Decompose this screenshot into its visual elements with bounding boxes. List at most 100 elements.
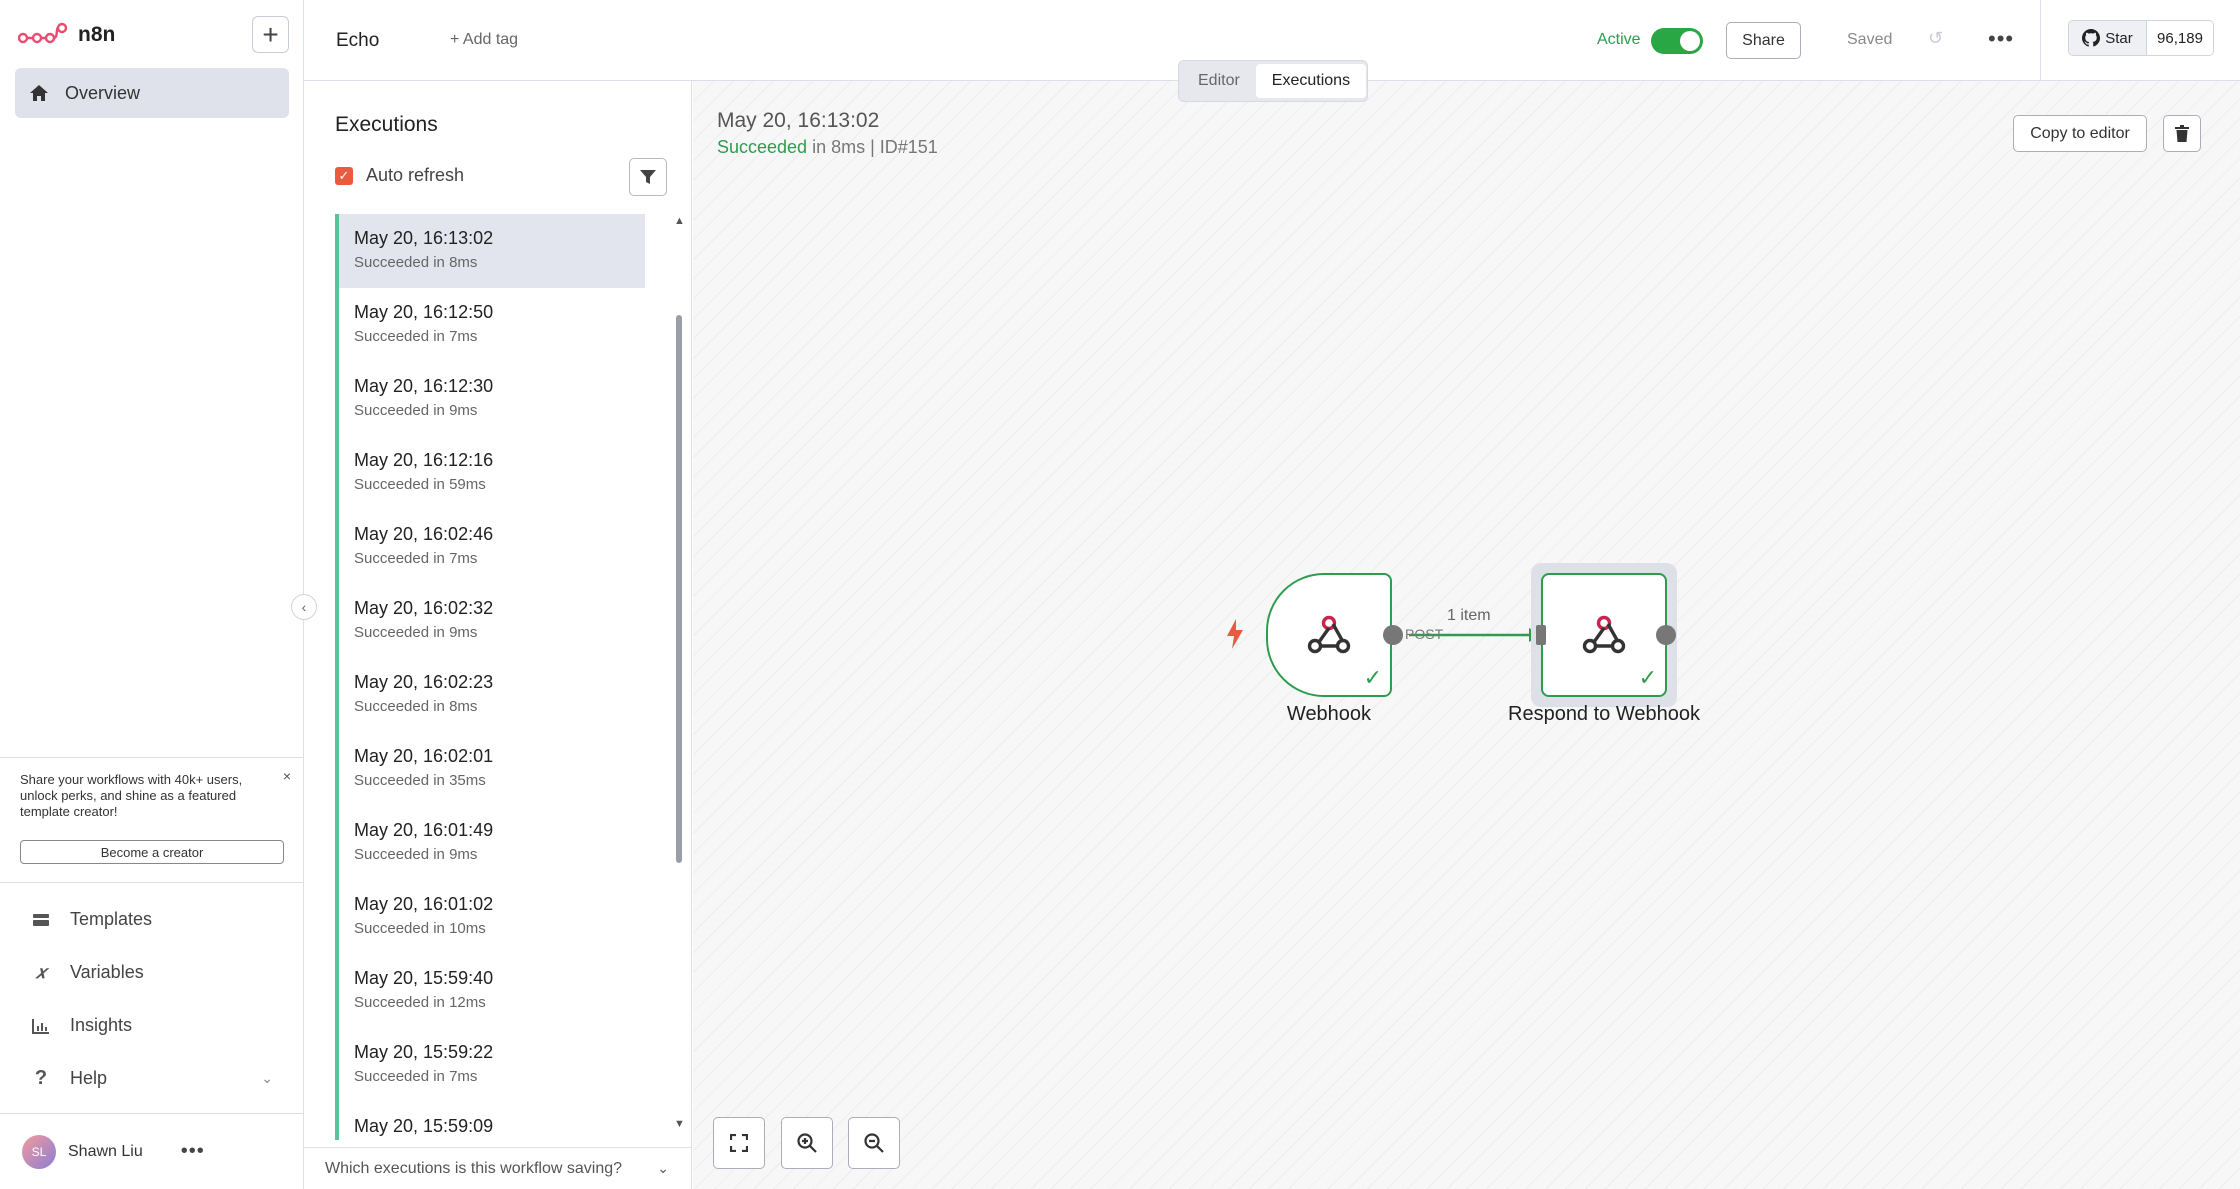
scroll-up-icon[interactable]: ▲ (674, 215, 685, 227)
execution-date: May 20, 16:01:02 (354, 894, 494, 914)
fit-view-button[interactable] (713, 1117, 765, 1169)
n8n-logo-icon (18, 22, 68, 44)
respond-input-handle[interactable] (1536, 625, 1546, 645)
executions-panel: Executions ✓ Auto refresh May 20, 16:13:… (304, 81, 692, 1189)
zoom-in-button[interactable] (781, 1117, 833, 1169)
user-name: Shawn Liu (68, 1142, 143, 1160)
templates-icon (30, 913, 52, 927)
logo-text: n8n (78, 23, 116, 46)
chevron-down-icon: ⌄ (657, 1160, 669, 1176)
execution-status: Succeeded in 9ms (354, 846, 478, 863)
promo-text: Share your workflows with 40k+ users, un… (20, 772, 243, 819)
sidebar-item-help[interactable]: ? Help ⌄ (0, 1052, 303, 1105)
webhook-icon (1307, 615, 1351, 654)
execution-status: Succeeded in 8ms (354, 254, 478, 271)
share-button[interactable]: Share (1726, 22, 1801, 59)
chevron-down-icon: ⌄ (261, 1070, 273, 1086)
github-icon (2082, 29, 2101, 47)
active-toggle[interactable] (1651, 28, 1703, 54)
delete-execution-button[interactable] (2163, 115, 2201, 152)
zoom-out-button[interactable] (848, 1117, 900, 1169)
execution-status: Succeeded in 7ms (354, 328, 478, 345)
execution-date: May 20, 16:13:02 (354, 228, 494, 248)
auto-refresh-label: Auto refresh (366, 165, 465, 185)
connection-method-label: POST (1405, 626, 1444, 642)
tab-executions[interactable]: Executions (1255, 64, 1367, 98)
copy-to-editor-button[interactable]: Copy to editor (2013, 115, 2147, 152)
avatar: SL (22, 1134, 56, 1169)
checkbox-checked-icon[interactable]: ✓ (335, 166, 353, 185)
zoom-in-icon (797, 1133, 817, 1153)
respond-to-webhook-node[interactable]: ✓ (1541, 573, 1667, 697)
user-menu[interactable]: SL Shawn Liu ••• (0, 1113, 303, 1189)
executions-scrollbar[interactable]: ▲ ▼ (674, 215, 685, 1130)
execution-date: May 20, 16:02:01 (354, 746, 494, 766)
execution-date: May 20, 16:02:46 (354, 524, 494, 544)
execution-status: Succeeded in 8ms (354, 698, 478, 715)
n8n-logo[interactable]: n8n (18, 20, 115, 50)
history-icon[interactable]: ↺ (1928, 28, 1944, 48)
execution-date: May 20, 15:59:40 (354, 968, 494, 988)
sidebar-nav: Templates 𝑥 Variables Insights ? Help ⌄ (0, 893, 303, 1105)
add-tag-link[interactable]: + Add tag (450, 31, 519, 48)
sidebar-item-label: Templates (70, 909, 153, 929)
variables-icon: 𝑥 (35, 962, 47, 982)
github-star-button[interactable]: Star (2069, 21, 2147, 55)
sidebar-item-variables[interactable]: 𝑥 Variables (0, 946, 303, 999)
more-options-button[interactable]: ••• (1988, 26, 2015, 51)
filter-button[interactable] (629, 158, 667, 196)
execution-date: May 20, 16:02:32 (354, 598, 494, 618)
auto-refresh-checkbox[interactable]: ✓ Auto refresh (335, 165, 464, 186)
executions-saving-dropdown[interactable]: Which executions is this workflow saving… (304, 1147, 691, 1189)
github-star-count[interactable]: 96,189 (2147, 21, 2213, 55)
sidebar-item-label: Insights (70, 1015, 133, 1035)
execution-status: Succeeded in 7ms (354, 1068, 478, 1085)
execution-status: Succeeded in 12ms (354, 994, 486, 1011)
executions-title: Executions (335, 113, 438, 136)
close-icon[interactable]: × (282, 768, 291, 784)
mode-switch: Editor Executions (1178, 60, 1368, 102)
become-creator-button[interactable]: Become a creator (20, 840, 284, 864)
execution-run-date: May 20, 16:13:02 (717, 109, 880, 132)
execution-date: May 20, 15:59:22 (354, 1042, 494, 1062)
webhook-node[interactable]: ✓ (1266, 573, 1392, 697)
sidebar-item-insights[interactable]: Insights (0, 999, 303, 1052)
scrollbar-thumb[interactable] (676, 315, 682, 863)
webhook-output-handle[interactable] (1383, 625, 1403, 645)
tab-editor[interactable]: Editor (1198, 72, 1240, 89)
success-check-icon: ✓ (1363, 665, 1382, 690)
header-divider (2040, 0, 2041, 81)
insights-icon (30, 1018, 52, 1034)
workflow-canvas[interactable]: May 20, 16:13:02 Succeeded in 8ms | ID#1… (693, 81, 2240, 1189)
add-new-button[interactable]: + (252, 16, 289, 53)
sidebar-item-overview[interactable]: Overview (15, 68, 289, 118)
respond-output-handle[interactable] (1656, 625, 1676, 645)
sidebar-item-templates[interactable]: Templates (0, 893, 303, 946)
github-star-widget[interactable]: Star 96,189 (2068, 20, 2214, 56)
execution-date: May 20, 16:12:16 (354, 450, 494, 470)
execution-status: Succeeded in 35ms (354, 772, 486, 789)
execution-date: May 20, 16:01:49 (354, 820, 494, 840)
collapse-sidebar-button[interactable]: ‹ (291, 594, 317, 620)
execution-item[interactable]: May 20, 15:59:09 (335, 1102, 645, 1140)
scroll-down-icon[interactable]: ▼ (674, 1118, 685, 1130)
execution-status: Succeeded in 9ms (354, 402, 478, 419)
chevron-left-icon: ‹ (301, 599, 307, 615)
workflow-name[interactable]: Echo (336, 30, 380, 51)
execution-status: Succeeded in 10ms (354, 920, 486, 937)
trash-icon (2175, 124, 2189, 142)
user-more-button[interactable]: ••• (180, 1140, 205, 1162)
